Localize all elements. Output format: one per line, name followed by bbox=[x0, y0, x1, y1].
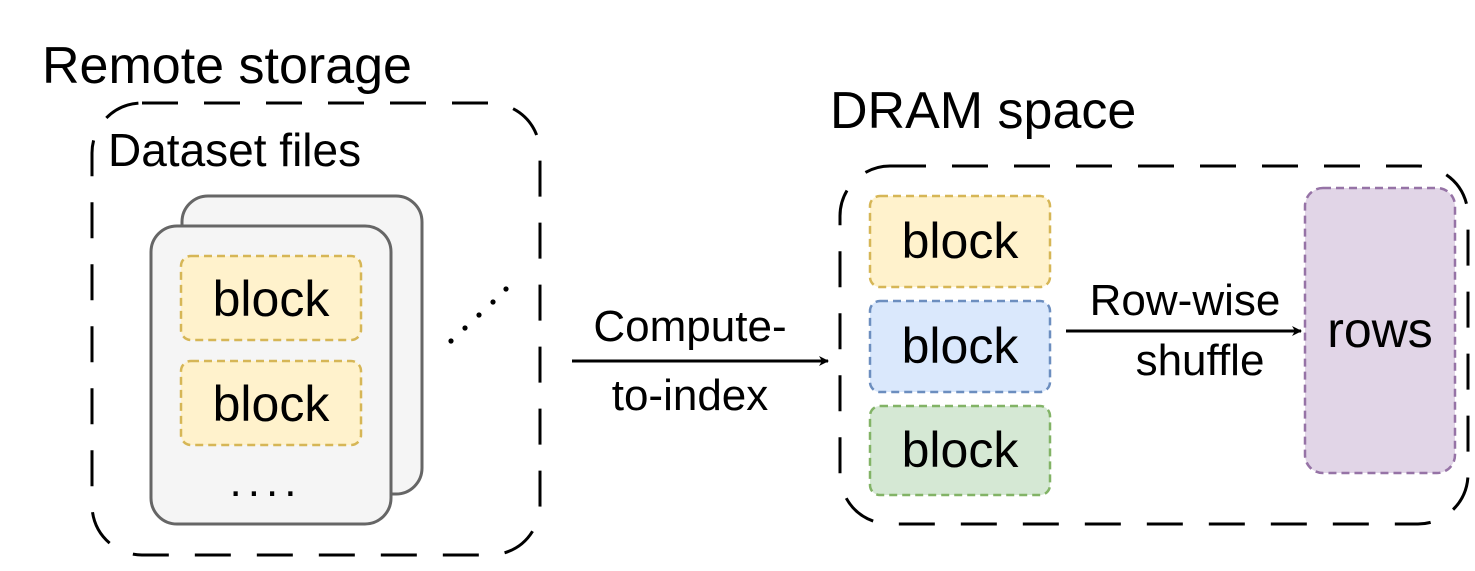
dram-block-green-label: block bbox=[902, 422, 1020, 478]
row-wise-shuffle-label-line2: shuffle bbox=[1136, 336, 1265, 385]
row-wise-shuffle-label-line1: Row-wise bbox=[1090, 276, 1281, 325]
dram-block-yellow bbox=[868, 194, 1052, 289]
file-block-2 bbox=[179, 359, 363, 447]
compute-to-index-label-line2: to-index bbox=[612, 371, 769, 420]
remote-storage-container bbox=[90, 101, 542, 557]
rows-label: rows bbox=[1327, 302, 1433, 358]
more-files-ellipsis bbox=[448, 286, 509, 344]
dram-space-title: DRAM space bbox=[830, 82, 1136, 140]
file-block-2-label: block bbox=[213, 376, 331, 432]
dataset-files-label: Dataset files bbox=[108, 124, 361, 176]
dram-space-container bbox=[838, 164, 1470, 526]
remote-storage-title: Remote storage bbox=[42, 37, 412, 95]
dram-block-yellow-label: block bbox=[902, 213, 1020, 269]
dram-block-blue-label: block bbox=[902, 318, 1020, 374]
rows-box bbox=[1303, 186, 1457, 475]
dram-block-green bbox=[868, 404, 1052, 497]
file-block-1 bbox=[179, 254, 363, 342]
compute-to-index-label-line1: Compute- bbox=[593, 302, 786, 351]
file-block-ellipsis: .... bbox=[230, 457, 303, 506]
file-block-1-label: block bbox=[213, 271, 331, 327]
dram-block-blue bbox=[868, 299, 1052, 394]
